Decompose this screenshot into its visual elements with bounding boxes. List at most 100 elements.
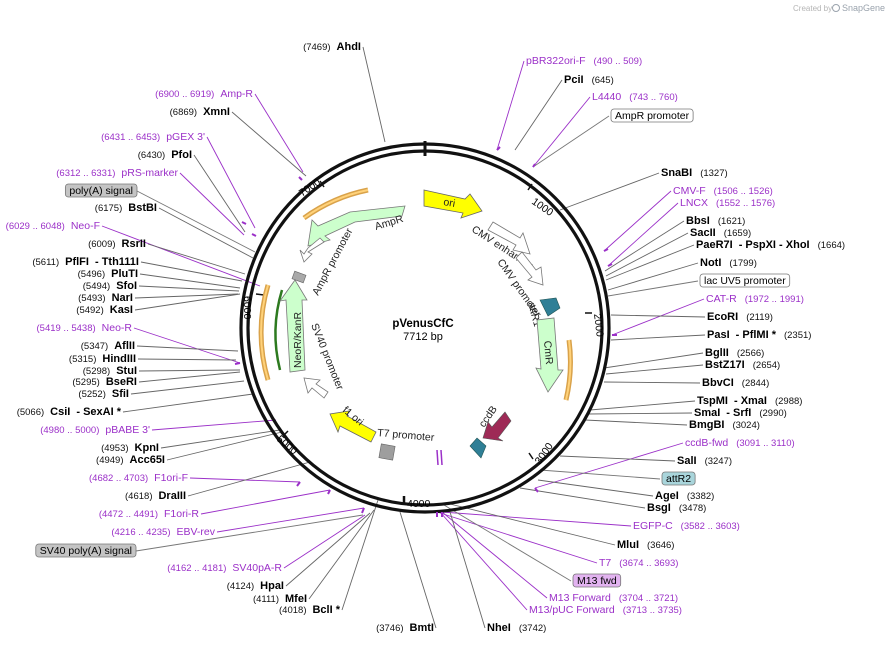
left-bmti-coord: (3746) [376, 623, 403, 634]
left-rsrii[interactable]: RsrII(6009) [88, 238, 146, 250]
left-bcli[interactable]: BclI *(4018) [279, 604, 341, 616]
right-smai-extra: - SrfI [726, 407, 751, 419]
left-hindiii[interactable]: HindIII(5315) [69, 353, 136, 365]
right-bmgbi-name: BmgBI [689, 419, 724, 431]
tick-2000: 2000 [585, 312, 606, 338]
left-nari-coord: (5493) [78, 293, 105, 304]
cmr-label: CmR [541, 340, 555, 365]
left-prs-marker[interactable]: pRS-marker(6312 .. 6331) [56, 167, 178, 179]
left-mfei[interactable]: MfeI(4111) [253, 593, 307, 605]
feature-sv40-promoter: SV40 promoter [303, 322, 346, 399]
left-kpni[interactable]: KpnI(4953) [101, 442, 159, 454]
right-bstz17i[interactable]: BstZ17I(2654) [705, 359, 780, 371]
left-f1ori-f[interactable]: F1ori-F(4682 .. 4703) [89, 472, 188, 484]
left-xmni-coord: (6869) [170, 107, 197, 118]
left-draiii[interactable]: DraIII(4618) [125, 490, 186, 502]
left-nari[interactable]: NarI(5493) [78, 292, 133, 304]
left-stui[interactable]: StuI(5298) [83, 365, 137, 377]
right-pbr322ori-f[interactable]: pBR322ori-F(490 .. 509) [526, 55, 642, 67]
right-sali[interactable]: SalI(3247) [677, 455, 732, 467]
left-poly-a-signal[interactable]: poly(A) signal [64, 183, 138, 198]
left-pluti[interactable]: PluTI(5496) [78, 268, 138, 280]
plasmid-center-label: pVenusCfC 7712 bp [392, 318, 453, 343]
left-aflii[interactable]: AflII(5347) [81, 340, 135, 352]
left-neo-r[interactable]: Neo-R(5419 .. 5438) [37, 322, 133, 334]
left-ahdi[interactable]: AhdI(7469) [303, 41, 361, 53]
right-bsgi[interactable]: BsgI(3478) [647, 502, 706, 514]
right-bglii[interactable]: BglII(2566) [705, 347, 764, 359]
right-m13-fwd[interactable]: M13 fwd [572, 573, 622, 588]
left-amp-r[interactable]: Amp-R(6900 .. 6919) [155, 88, 253, 100]
right-cat-r-name: CAT-R [706, 293, 737, 305]
left-sfoi[interactable]: SfoI(5494) [83, 280, 137, 292]
left-bstbi[interactable]: BstBI(6175) [95, 202, 157, 214]
left-bcli-name: BclI * [312, 604, 340, 616]
right-egfp-c[interactable]: EGFP-C(3582 .. 3603) [633, 520, 740, 532]
right-pasi-coord: (2351) [784, 330, 811, 341]
right-sacii[interactable]: SacII (1659) [690, 227, 751, 239]
right-m13-puc-forward-coord: (3713 .. 3735) [623, 605, 682, 616]
right-pasi[interactable]: PasI- PflMI *(2351) [707, 329, 811, 341]
right-cat-r[interactable]: CAT-R (1972 .. 1991) [706, 293, 804, 305]
left-poly-a-signal-box [64, 183, 138, 198]
left-sv40-poly-a-signal[interactable]: SV40 poly(A) signal [35, 543, 137, 558]
right-t7-name: T7 [599, 557, 611, 569]
right-m13-forward[interactable]: M13 Forward(3704 .. 3721) [549, 592, 678, 604]
right-attr2[interactable]: attR2 [661, 471, 696, 486]
right-bbvci[interactable]: BbvCI(2844) [702, 377, 769, 389]
left-kasi[interactable]: KasI(5492) [76, 304, 133, 316]
left-bseri[interactable]: BseRI(5295) [72, 376, 137, 388]
right-ecori-coord: (2119) [746, 312, 773, 323]
left-neo-f[interactable]: Neo-F(6029 .. 6048) [6, 220, 100, 232]
right-tspmi-name: TspMI [697, 395, 728, 407]
left-hpai[interactable]: HpaI(4124) [227, 580, 284, 592]
right-l4440[interactable]: L4440(743 .. 760) [592, 91, 678, 103]
right-agei[interactable]: AgeI(3382) [655, 490, 714, 502]
right-sacii-coord: (1659) [724, 228, 751, 239]
left-pfoi[interactable]: PfoI(6430) [138, 149, 192, 161]
left-sv40pa-r[interactable]: SV40pA-R(4162 .. 4181) [167, 562, 282, 574]
left-neo-f-coord: (6029 .. 6048) [6, 221, 65, 232]
right-noti[interactable]: NotI(1799) [700, 257, 757, 269]
right-nhei[interactable]: NheI(3742) [487, 622, 546, 634]
left-acc65i[interactable]: Acc65I(4949) [96, 454, 165, 466]
left-f1ori-r[interactable]: F1ori-R(4472 .. 4491) [99, 508, 200, 520]
cmv-promoter-arrow [515, 251, 544, 286]
right-pcii[interactable]: PciI(645) [564, 74, 614, 86]
right-ampr-promoter[interactable]: AmpR promoter [610, 108, 694, 123]
feature-f1-ori: f1 ori [329, 404, 377, 443]
left-sfii[interactable]: SfiI(5252) [78, 388, 129, 400]
feature-ampr-promoter: AmpR promoter [299, 226, 356, 297]
left-bmti-name: BmtI [410, 622, 434, 634]
ori-arrow [423, 189, 483, 219]
right-cat-r-coord: (1972 .. 1991) [745, 294, 804, 305]
right-bstz17i-name: BstZ17I [705, 359, 745, 371]
left-pbabe-3[interactable]: pBABE 3'(4980 .. 5000) [40, 424, 150, 436]
left-bseri-name: BseRI [106, 376, 137, 388]
left-pgex-3[interactable]: pGEX 3'(6431 .. 6453) [101, 131, 205, 143]
right-bmgbi[interactable]: BmgBI(3024) [689, 419, 760, 431]
right-tspmi[interactable]: TspMI- XmaI(2988) [697, 395, 802, 407]
right-smai[interactable]: SmaI- SrfI(2990) [694, 407, 787, 419]
right-t7[interactable]: T7(3674 .. 3693) [599, 557, 678, 569]
right-sacii-name: SacII [690, 227, 716, 239]
right-lac-uv5-promoter[interactable]: lac UV5 promoter [699, 273, 791, 288]
right-m13-puc-forward[interactable]: M13/pUC Forward(3713 .. 3735) [529, 604, 682, 616]
right-ecori[interactable]: EcoRI(2119) [707, 311, 773, 323]
left-csii[interactable]: - SexAI *CsiI(5066) [17, 406, 122, 418]
right-bglii-name: BglII [705, 347, 729, 359]
plasmid-size: 7712 bp [403, 331, 443, 343]
left-xmni[interactable]: XmnI(6869) [170, 106, 230, 118]
right-pbr322ori-f-coord: (490 .. 509) [594, 56, 643, 67]
left-ebv-rev[interactable]: EBV-rev(4216 .. 4235) [111, 526, 215, 538]
left-bmti[interactable]: BmtI (3746) [376, 622, 434, 634]
snapgene-logo-icon [832, 4, 840, 12]
right-cmv-f[interactable]: CMV-F(1506 .. 1526) [673, 185, 773, 197]
right-bbsi[interactable]: BbsI(1621) [686, 215, 745, 227]
right-mlui[interactable]: MluI(3646) [617, 539, 674, 551]
right-ccdb-fwd[interactable]: ccdB-fwd(3091 .. 3110) [685, 437, 795, 449]
right-paer7i[interactable]: PaeR7I- PspXI - XhoI(1664) [696, 239, 845, 251]
right-lncx[interactable]: LNCX(1552 .. 1576) [680, 197, 775, 209]
right-snabi[interactable]: SnaBI(1327) [661, 167, 728, 179]
